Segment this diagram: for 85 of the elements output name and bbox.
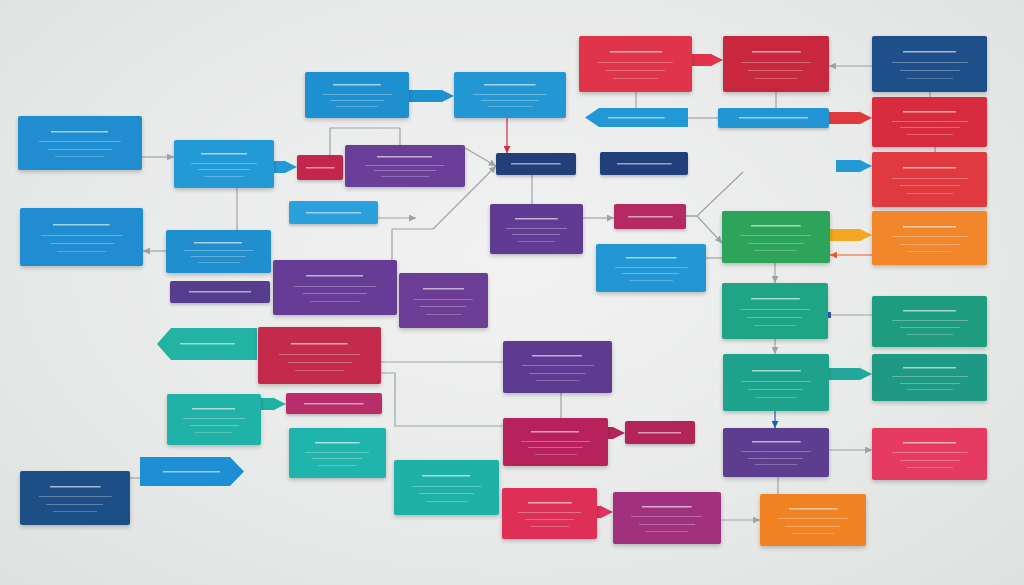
chevron-arrow [836, 159, 872, 173]
process-box [167, 394, 261, 445]
process-bar [600, 152, 688, 175]
arrow [503, 117, 511, 154]
process-box [872, 428, 987, 480]
connector-line [236, 187, 238, 231]
arrow [771, 338, 779, 355]
process-box [872, 36, 987, 92]
connector-line [380, 372, 504, 427]
chevron-arrow [692, 53, 723, 67]
chevron-arrow [829, 111, 872, 125]
arrow [142, 247, 167, 255]
connector-line [635, 91, 637, 109]
connector-line [775, 91, 777, 109]
process-bar [286, 393, 382, 414]
process-box [258, 327, 381, 384]
arrow [582, 214, 615, 222]
process-bar [614, 204, 686, 229]
arrow [771, 410, 779, 429]
chevron-arrow [261, 397, 286, 411]
process-box [872, 211, 987, 265]
arrow [391, 165, 497, 261]
arrow [771, 262, 779, 284]
process-bar [625, 421, 695, 444]
arrow [828, 446, 873, 454]
process-box [503, 341, 612, 393]
process-box [503, 418, 608, 466]
connector-line [685, 171, 744, 217]
arrow-tag [157, 328, 257, 360]
arrow [829, 251, 873, 259]
chevron-arrow [409, 89, 454, 103]
process-box [289, 428, 386, 478]
process-bar [289, 201, 378, 224]
chevron-arrow [597, 505, 613, 519]
process-box [722, 211, 830, 263]
process-box [490, 204, 583, 254]
process-box [174, 140, 274, 188]
process-box [723, 428, 829, 477]
process-box [579, 36, 692, 92]
arrow-tag [585, 108, 688, 127]
chevron-arrow [829, 367, 872, 381]
process-box [722, 283, 828, 339]
process-box [305, 72, 409, 118]
connector-line [705, 257, 723, 259]
connector-line [329, 127, 401, 156]
arrow-tag [140, 457, 244, 486]
process-box [20, 471, 130, 525]
process-box [166, 230, 271, 273]
arrow [828, 62, 873, 70]
chevron-arrow [608, 426, 625, 440]
process-bar [718, 108, 829, 128]
connector-line [560, 392, 562, 419]
process-box [872, 152, 987, 207]
connector-line [531, 174, 533, 205]
process-box [394, 460, 499, 515]
connector-line [129, 477, 141, 479]
connector-line [929, 91, 931, 98]
arrow [464, 147, 497, 167]
process-box [399, 273, 488, 328]
process-box [273, 260, 397, 315]
chevron-arrow [830, 228, 872, 242]
process-box [613, 492, 721, 544]
process-box [760, 494, 866, 546]
process-box [872, 296, 987, 347]
arrow [720, 516, 761, 524]
process-box [872, 354, 987, 401]
connector-line [777, 476, 779, 495]
process-box [723, 36, 829, 92]
connector-line [687, 117, 719, 119]
process-bar [170, 281, 270, 303]
process-bar [297, 155, 343, 180]
arrow [141, 153, 175, 161]
process-bar [496, 153, 576, 175]
process-box [502, 488, 597, 539]
process-box [18, 116, 142, 170]
arrow [377, 214, 417, 222]
connector-line [934, 146, 936, 153]
process-box [345, 145, 465, 187]
connector-line [380, 361, 504, 363]
process-box [454, 72, 566, 118]
process-box [20, 208, 143, 266]
process-box [596, 244, 706, 292]
chevron-arrow [274, 160, 297, 174]
process-box [872, 97, 987, 147]
process-box [723, 354, 829, 411]
